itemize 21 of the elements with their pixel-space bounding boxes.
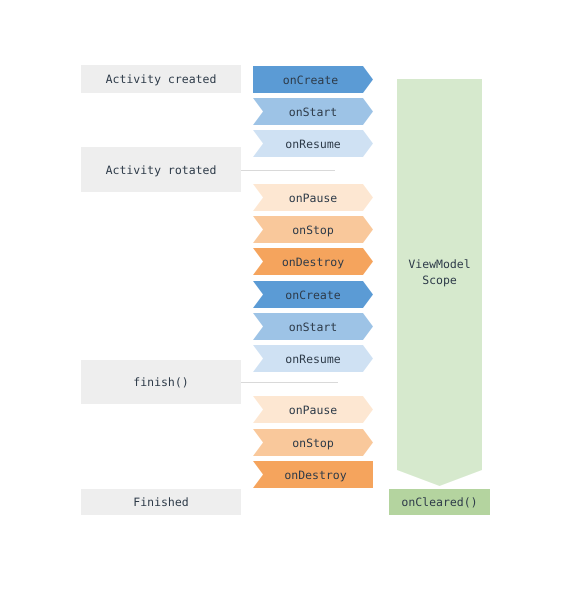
node-label: onCleared() [401,494,478,510]
node-label: finish() [133,374,189,390]
node-label: ViewModel Scope [407,256,472,288]
node-label: onPause [288,190,338,206]
node-label: onResume [285,136,341,152]
event-box [81,147,241,192]
callback-box [389,489,490,515]
node-label: Activity created [106,71,216,87]
node-label: onPause [288,402,338,418]
node-label: onDestroy [284,466,347,482]
node-label: onCreate [285,286,341,302]
event-box [81,360,241,404]
node-label: onStart [288,318,338,334]
node-label: onResume [285,350,341,366]
node-label: onDestroy [282,254,344,270]
node-label: onStop [292,434,334,450]
node-label: onStop [292,222,334,238]
node-label: Activity rotated [106,162,216,178]
node-label: onCreate [282,72,338,88]
node-label: Finished [133,494,189,510]
node-label: onStart [288,104,338,120]
